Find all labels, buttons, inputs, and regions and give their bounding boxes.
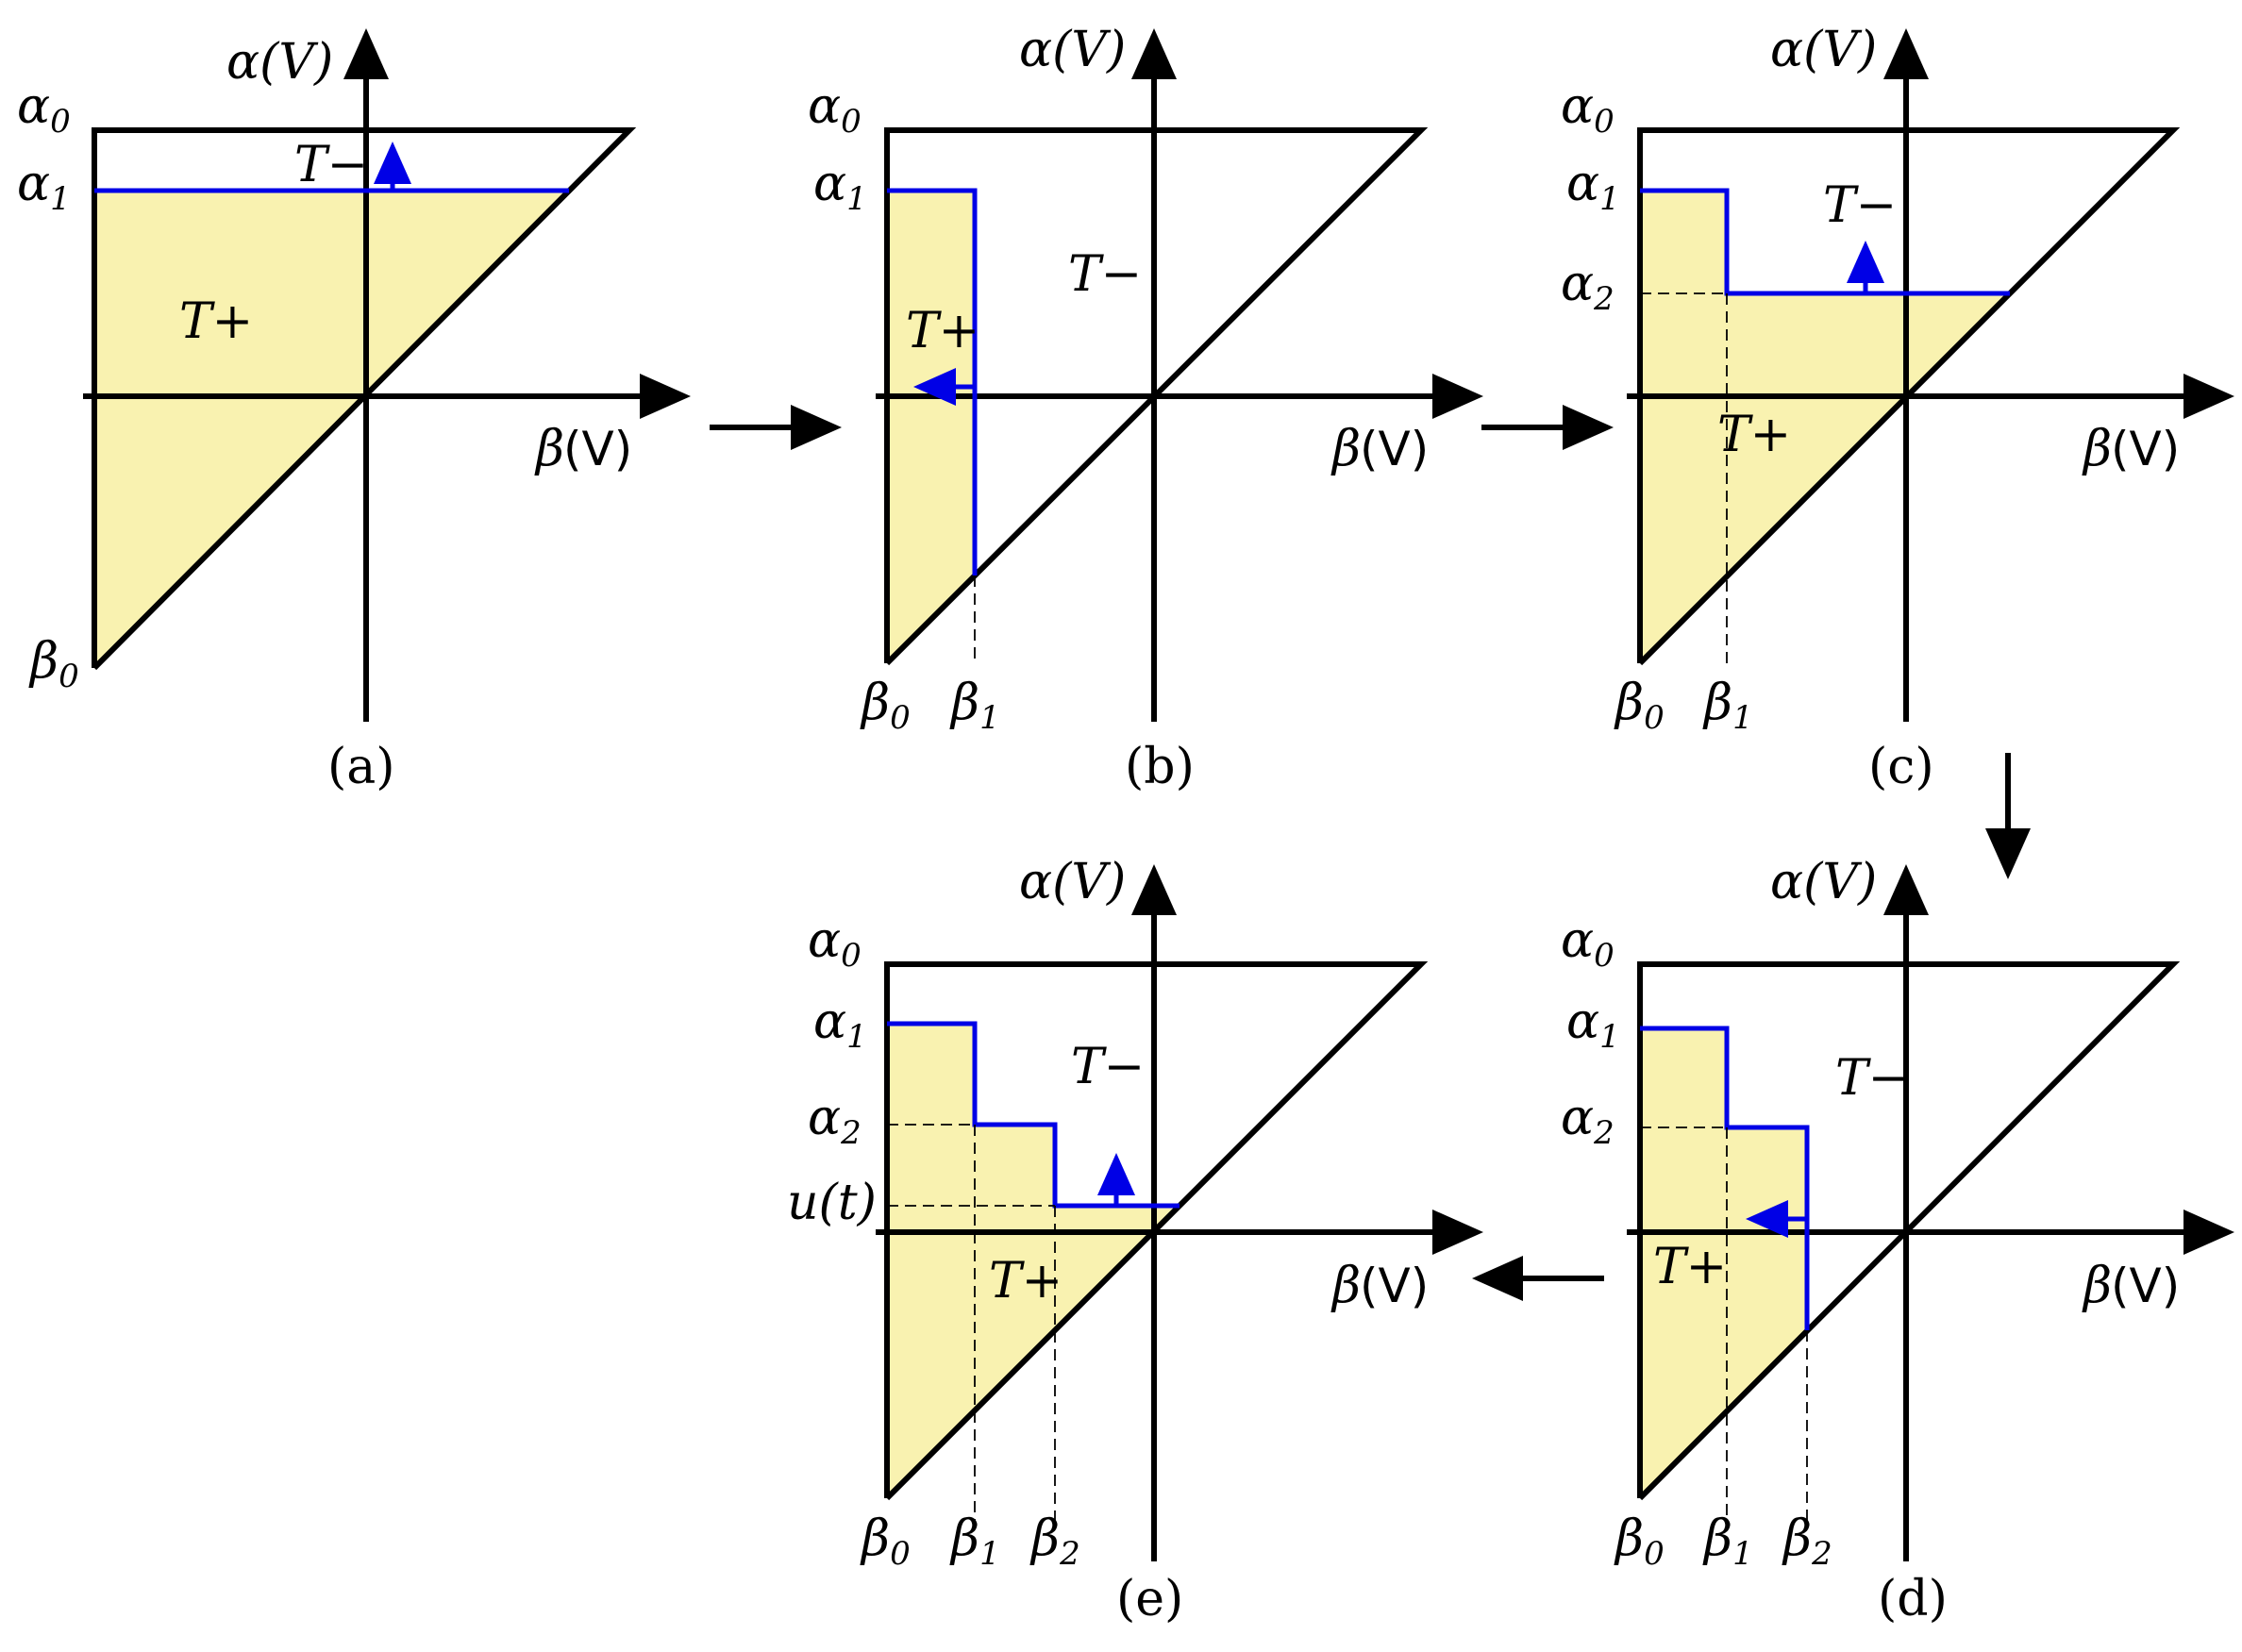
staircase-line <box>1640 188 2010 296</box>
staircase-line <box>887 188 978 576</box>
alpha-axis-label: α(V) <box>1770 22 1877 78</box>
beta-axis-label: β <box>1330 1258 1361 1314</box>
beta-axis-unit: (V) <box>1360 1259 1429 1313</box>
alpha0-label: α0 <box>808 78 862 141</box>
panel-c: α(V) β (V) α0 α1 α2 β0 β1 T− T+ (c) <box>1561 22 2234 795</box>
beta1-label: β1 <box>1702 675 1753 737</box>
alpha-axis-label: α(V) <box>1770 854 1877 910</box>
beta2-label: β2 <box>1029 1510 1080 1573</box>
t-minus-label: T− <box>1071 1039 1145 1095</box>
t-plus-label: T+ <box>989 1253 1062 1310</box>
panel-e-caption: (e) <box>1116 1571 1183 1627</box>
alpha1-label: α1 <box>813 993 867 1056</box>
beta-axis-unit: (V) <box>1360 422 1429 476</box>
t-plus-region <box>887 1024 1180 1498</box>
t-plus-region <box>887 191 975 663</box>
alpha1-label: α1 <box>813 156 867 218</box>
alpha2-label: α2 <box>1561 1090 1615 1152</box>
beta0-label: β0 <box>860 1510 911 1573</box>
alpha-axis-label: α(V) <box>1019 854 1126 910</box>
panel-c-caption: (c) <box>1868 739 1934 795</box>
alpha2-label: α2 <box>1561 256 1615 318</box>
beta2-label: β2 <box>1782 1510 1832 1573</box>
panel-a-caption: (a) <box>327 739 395 795</box>
t-plus-label: T+ <box>1717 407 1791 463</box>
beta-axis-label: β <box>2082 1258 2112 1314</box>
t-minus-label: T− <box>1068 246 1142 303</box>
alpha1-label: α1 <box>1566 993 1620 1056</box>
alpha1-label: α1 <box>17 156 71 218</box>
alpha-axis-label: α(V) <box>1019 22 1126 78</box>
beta0-label: β0 <box>1614 675 1665 737</box>
preisach-triangle <box>1637 961 2181 1501</box>
alpha2-label: α2 <box>808 1090 862 1152</box>
beta-axis-label: β <box>2082 421 2112 477</box>
alpha1-label: α1 <box>1566 156 1620 218</box>
beta0-label: β0 <box>860 675 911 737</box>
preisach-triangle <box>884 961 1429 1501</box>
alpha-axis-label: α(V) <box>226 34 333 91</box>
beta0-label: β0 <box>1614 1510 1665 1573</box>
preisach-triangle <box>884 127 1429 666</box>
beta0-label: β0 <box>28 633 79 695</box>
beta-axis-unit: (V) <box>2111 422 2180 476</box>
staircase-line <box>887 1021 1180 1209</box>
alpha0-label: α0 <box>1561 78 1615 141</box>
t-plus-label: T+ <box>1653 1239 1727 1295</box>
panel-a: α(V) β (V) α0 α1 β0 T− T+ (a) <box>17 28 691 795</box>
panel-d-caption: (d) <box>1878 1571 1948 1627</box>
panel-b-caption: (b) <box>1125 739 1195 795</box>
beta1-label: β1 <box>1702 1510 1753 1573</box>
panel-d: α(V) β (V) α0 α1 α2 β0 β1 β2 T− T+ (d) <box>1561 854 2234 1627</box>
t-plus-region <box>1640 1028 1807 1498</box>
t-plus-label: T+ <box>906 303 979 359</box>
panel-e: α(V) β (V) α0 α1 α2 u(t) β0 β1 β2 T− T+ … <box>787 854 1483 1627</box>
t-plus-region <box>1640 191 2010 663</box>
preisach-triangle <box>1637 127 2181 666</box>
beta1-label: β1 <box>949 1510 1000 1573</box>
t-minus-label: T− <box>1835 1050 1909 1107</box>
beta-axis-label: β <box>1330 421 1361 477</box>
ut-label: u(t) <box>787 1175 877 1231</box>
t-minus-label: T− <box>1823 177 1897 234</box>
preisach-triangle <box>92 127 637 671</box>
panel-b: α(V) β (V) α0 α1 β0 β1 T− T+ (b) <box>808 22 1483 795</box>
alpha0-label: α0 <box>1561 912 1615 975</box>
alpha0-label: α0 <box>808 912 862 975</box>
beta-axis-label: β <box>534 421 564 477</box>
t-plus-label: T+ <box>179 293 253 350</box>
beta-axis-unit: (V) <box>2111 1259 2180 1313</box>
alpha0-label: α0 <box>17 78 71 141</box>
beta-axis-unit: (V) <box>563 422 632 476</box>
t-minus-label: T− <box>294 137 368 193</box>
beta1-label: β1 <box>949 675 1000 737</box>
